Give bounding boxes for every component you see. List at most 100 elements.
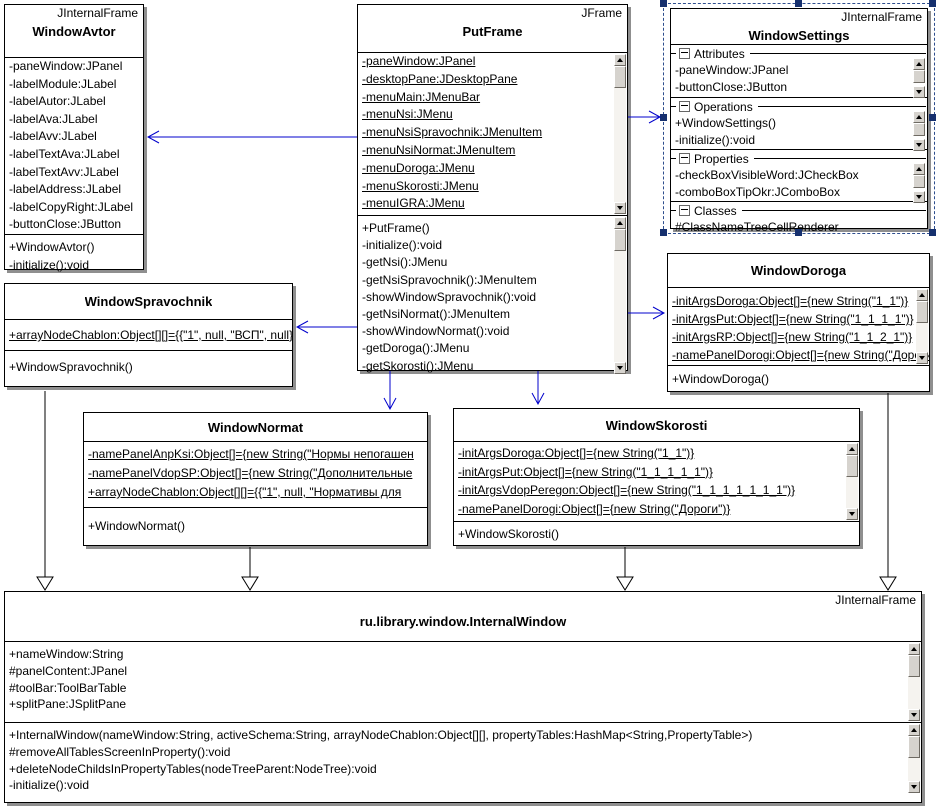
attribute-row[interactable]: -labelAvv:JLabel [9, 129, 97, 144]
attribute-row[interactable]: -paneWindow:JPanel [362, 54, 476, 68]
class-box-windowspravochnik[interactable]: WindowSpravochnik +arrayNodeChablon:Obje… [4, 283, 293, 387]
scrollbar-vertical[interactable] [913, 58, 925, 98]
method-row[interactable]: -initialize():void [362, 238, 443, 253]
scroll-thumb[interactable] [846, 455, 858, 477]
method-row[interactable]: +WindowSpravochnik() [9, 360, 133, 374]
scroll-up-button[interactable] [908, 724, 920, 736]
attribute-row[interactable]: -initArgsVdopPeregon:Object[]={new Strin… [458, 483, 796, 497]
scrollbar-vertical[interactable] [846, 443, 858, 520]
scroll-up-button[interactable] [913, 163, 925, 175]
method-row[interactable]: -getDoroga():JMenu [362, 341, 470, 356]
method-row[interactable]: #removeAllTablesScreenInProperty():void [9, 744, 231, 759]
selection-handle-mid-left[interactable] [660, 114, 667, 121]
class-box-putframe[interactable]: JFrame PutFrame -paneWindow:JPanel -desk… [357, 4, 628, 374]
scroll-thumb[interactable] [908, 655, 920, 677]
scroll-down-button[interactable] [614, 202, 626, 214]
attribute-row[interactable]: -namePanelAnpKsi:Object[]={new String("Н… [88, 447, 414, 461]
method-row[interactable]: -showWindowSpravochnik():void [362, 289, 537, 304]
attribute-row[interactable]: -labelCopyRight:JLabel [9, 199, 134, 214]
attribute-row[interactable]: -paneWindow:JPanel [675, 63, 789, 77]
generalization-windowspravochnik-to-internalwindow[interactable] [36, 391, 54, 591]
attribute-row[interactable]: -buttonClose:JButton [9, 217, 122, 232]
attribute-row[interactable]: -initArgsDoroga:Object[]={new String("1_… [672, 294, 909, 308]
scrollbar-vertical[interactable] [916, 289, 928, 364]
scroll-down-button[interactable] [913, 86, 925, 98]
method-row[interactable]: +InternalWindow(nameWindow:String, activ… [9, 728, 753, 742]
generalization-windowskorosti-to-internalwindow[interactable] [616, 547, 634, 591]
attribute-row[interactable]: -menuSkorosti:JMenu [362, 178, 479, 193]
association-putframe-to-windowavtor[interactable] [146, 130, 357, 144]
scroll-up-button[interactable] [614, 217, 626, 229]
scroll-up-button[interactable] [916, 289, 928, 301]
scroll-down-button[interactable] [614, 361, 626, 374]
method-row[interactable]: +WindowDoroga() [672, 372, 770, 386]
property-row[interactable]: -checkBoxVisibleWord:JCheckBox [675, 168, 859, 182]
attribute-row[interactable]: -initArgsPut:Object[]={new String("1_1_1… [672, 312, 914, 326]
method-row[interactable]: +deleteNodeChildsInPropertyTables(nodeTr… [9, 761, 377, 776]
method-row[interactable]: -showWindowNormat():void [362, 324, 510, 339]
operation-row[interactable]: -initialize():void [675, 133, 756, 148]
scrollbar-vertical[interactable] [614, 54, 626, 214]
selection-handle-top-left[interactable] [660, 0, 667, 7]
attribute-row[interactable]: -initArgsDoroga:Object[]={new String("1_… [458, 446, 695, 460]
scroll-down-button[interactable] [913, 139, 925, 151]
attribute-row[interactable]: -menuDoroga:JMenu [362, 160, 475, 175]
property-row[interactable]: -comboBoxTipOkr:JComboBox [675, 185, 840, 200]
scroll-thumb[interactable] [908, 736, 920, 758]
attribute-row[interactable]: -desktopPane:JDesktopPane [362, 71, 518, 86]
scroll-thumb[interactable] [913, 70, 925, 83]
attribute-row[interactable]: -labelModule:JLabel [9, 76, 117, 91]
association-putframe-to-windowdoroga[interactable] [628, 306, 666, 320]
scrollbar-vertical[interactable] [913, 111, 925, 151]
attribute-row[interactable]: +splitPane:JSplitPane [9, 697, 127, 712]
attribute-row[interactable]: -namePanelDorogi:Object[]={new String("Д… [672, 348, 929, 362]
attribute-row[interactable]: -labelAutor:JLabel [9, 94, 106, 109]
scrollbar-vertical[interactable] [908, 724, 920, 794]
attribute-row[interactable]: -labelTextAvv:JLabel [9, 164, 119, 179]
attribute-row[interactable]: -menuNsi:JMenu [362, 107, 453, 122]
scroll-up-button[interactable] [908, 643, 920, 655]
attribute-row[interactable]: +arrayNodeChablon:Object[][]={{"1", null… [88, 485, 402, 499]
scrollbar-vertical[interactable] [913, 163, 925, 203]
collapse-icon[interactable] [679, 205, 690, 216]
selection-handle-top-right[interactable] [929, 0, 936, 7]
scroll-up-button[interactable] [614, 54, 626, 66]
method-row[interactable]: -initialize():void [9, 257, 90, 272]
scroll-up-button[interactable] [913, 111, 925, 123]
method-row[interactable]: -initialize():void [9, 778, 90, 793]
association-putframe-to-windowsettings[interactable] [628, 110, 662, 124]
scroll-down-button[interactable] [846, 508, 858, 520]
method-row[interactable]: +WindowAvtor() [9, 240, 95, 254]
association-putframe-to-windownormat[interactable] [383, 371, 397, 411]
attribute-row[interactable]: -menuIGRA:JMenu [362, 196, 465, 211]
scroll-down-button[interactable] [908, 709, 920, 721]
selection-handle-top-center[interactable] [795, 0, 802, 7]
attribute-row[interactable]: -initArgsRP:Object[]={new String("1_1_2_… [672, 330, 913, 344]
attribute-row[interactable]: -labelAva:JLabel [9, 111, 98, 126]
attribute-row[interactable]: -initArgsPut:Object[]={new String("1_1_1… [458, 464, 713, 479]
association-putframe-to-windowspravochnik[interactable] [295, 320, 357, 334]
generalization-windowdoroga-to-internalwindow[interactable] [879, 393, 897, 591]
scroll-up-button[interactable] [846, 443, 858, 455]
attribute-row[interactable]: #panelContent:JPanel [9, 663, 128, 678]
attribute-row[interactable]: -labelTextAva:JLabel [9, 146, 120, 161]
attribute-row[interactable]: -menuNsiSpravochnik:JMenuItem [362, 125, 543, 140]
method-row[interactable]: +WindowSkorosti() [458, 527, 560, 541]
attribute-row[interactable]: +nameWindow:String [9, 647, 124, 661]
attribute-row[interactable]: -namePanelVdopSP:Object[]={new String("Д… [88, 466, 413, 480]
scroll-thumb[interactable] [614, 66, 626, 88]
scrollbar-vertical[interactable] [908, 643, 920, 721]
attribute-row[interactable]: -paneWindow:JPanel [9, 59, 123, 73]
association-putframe-to-windowskorosti[interactable] [531, 371, 545, 406]
class-box-windowdoroga[interactable]: WindowDoroga -initArgsDoroga:Object[]={n… [667, 253, 930, 392]
class-box-internalwindow[interactable]: JInternalFrame ru.library.window.Interna… [4, 591, 922, 803]
attribute-row[interactable]: -menuNsiNormat:JMenuItem [362, 142, 516, 157]
scroll-thumb[interactable] [913, 175, 925, 188]
method-row[interactable]: +WindowNormat() [88, 519, 186, 533]
class-box-windowsettings[interactable]: JInternalFrame WindowSettings Attributes… [670, 8, 928, 234]
method-row[interactable]: +PutFrame() [362, 221, 430, 235]
scroll-thumb[interactable] [913, 123, 925, 136]
generalization-windownormat-to-internalwindow[interactable] [241, 547, 259, 591]
method-row[interactable]: -getSkorosti():JMenu [362, 358, 474, 373]
class-box-windownormat[interactable]: WindowNormat -namePanelAnpKsi:Object[]={… [83, 412, 428, 546]
